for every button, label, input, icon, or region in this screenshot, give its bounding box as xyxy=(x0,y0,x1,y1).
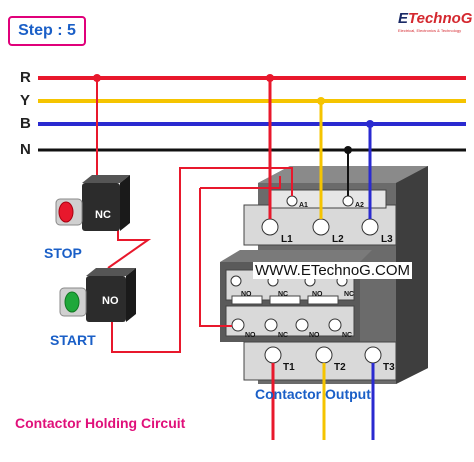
terminal-a1 xyxy=(286,195,298,207)
aux-contacts-bottom xyxy=(231,318,342,332)
label-t1: T1 xyxy=(283,362,295,373)
phase-n-label: N xyxy=(20,141,31,158)
phase-b-label: B xyxy=(20,115,31,132)
terminal-l3 xyxy=(361,218,379,236)
aux-bottom-3: NO xyxy=(309,332,320,339)
junction-b-l3 xyxy=(366,120,374,128)
label-a2: A2 xyxy=(355,202,364,209)
caption: Contactor Holding Circuit xyxy=(15,415,186,431)
aux-bottom-4: NC xyxy=(342,332,352,339)
aux-bottom-2: NC xyxy=(278,332,288,339)
terminal-l1 xyxy=(261,218,279,236)
label-l2: L2 xyxy=(332,234,344,245)
junction-n-a2 xyxy=(344,146,352,154)
label-l1: L1 xyxy=(281,234,293,245)
etechnog-logo: ETechnoG Electrical, Electronics & Techn… xyxy=(398,10,473,44)
step-label: Step : 5 xyxy=(18,22,76,39)
label-t3: T3 xyxy=(383,362,395,373)
phase-r-label: R xyxy=(20,69,31,86)
label-t2: T2 xyxy=(334,362,346,373)
logo-brand: ETechnoG xyxy=(398,10,473,27)
logo-tagline: Electrical, Electronics & Technology xyxy=(398,28,462,33)
aux-top-4: NC xyxy=(344,291,354,298)
aux-top-2: NC xyxy=(278,291,288,298)
aux-bottom-1: NO xyxy=(245,332,256,339)
start-type-label: NO xyxy=(102,295,119,307)
junction-r-stop xyxy=(93,74,101,82)
ctrl-start-a1 xyxy=(179,167,293,196)
ctrl-stop-start xyxy=(107,230,152,269)
ctrl-holding xyxy=(199,188,232,327)
ctrl-holding-top xyxy=(200,176,281,189)
aux-top-1: NO xyxy=(241,291,252,298)
terminal-t3 xyxy=(364,346,382,364)
phase-y-label: Y xyxy=(20,92,31,109)
stop-button xyxy=(55,175,130,231)
junction-y-l2 xyxy=(317,97,325,105)
start-label: START xyxy=(50,332,96,348)
stop-type-label: NC xyxy=(95,209,111,221)
terminal-l2 xyxy=(312,218,330,236)
step-badge: Step : 5 xyxy=(8,16,86,46)
website-url: WWW.ETechnoG.COM xyxy=(253,262,413,279)
label-a1: A1 xyxy=(299,202,308,209)
terminal-t2 xyxy=(315,346,333,364)
terminal-a2 xyxy=(342,195,354,207)
start-button xyxy=(59,268,136,322)
contactor-output-label: Contactor Output xyxy=(255,386,371,402)
label-l3: L3 xyxy=(381,234,393,245)
junction-r-l1 xyxy=(266,74,274,82)
terminal-t1 xyxy=(264,346,282,364)
ctrl-start-feed xyxy=(111,175,181,353)
aux-top-3: NO xyxy=(312,291,323,298)
stop-label: STOP xyxy=(44,245,82,261)
